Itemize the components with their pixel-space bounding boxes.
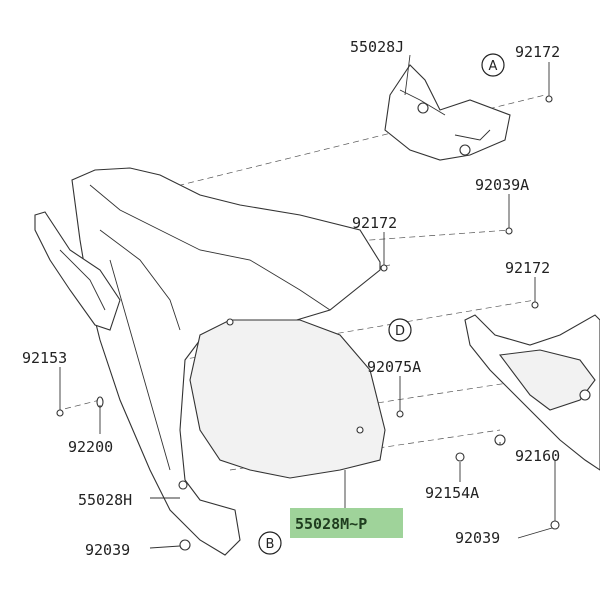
part-right-cowl[interactable]	[464, 314, 600, 471]
label-92154A[interactable]: 92154A	[425, 484, 479, 502]
callout-A: A	[481, 53, 505, 77]
label-92172-top[interactable]: 92172	[515, 43, 560, 61]
label-92075A[interactable]: 92075A	[367, 358, 421, 376]
label-55028J[interactable]: 55028J	[350, 38, 404, 56]
label-92039-left[interactable]: 92039	[85, 541, 130, 559]
part-left-cover[interactable]	[34, 211, 121, 331]
screw-icon	[455, 452, 465, 462]
label-92160[interactable]: 92160	[515, 447, 560, 465]
highlight-box	[290, 508, 403, 538]
label-55028H[interactable]: 55028H	[78, 491, 132, 509]
label-92172-mid[interactable]: 92172	[352, 214, 397, 232]
bolt-icon	[545, 95, 553, 103]
label-92039-right[interactable]: 92039	[455, 529, 500, 547]
screw-icon	[550, 520, 560, 530]
screw-icon	[179, 539, 191, 551]
bolt-icon	[531, 301, 539, 309]
fasteners	[56, 95, 560, 551]
clip-icon	[178, 480, 188, 490]
label-55028M-P[interactable]: 55028M~P	[295, 515, 367, 533]
leader-lines	[59, 54, 556, 549]
part-55028J[interactable]	[384, 64, 511, 161]
bolt-icon	[396, 410, 404, 418]
part-labels: 55028J 92172 92039A 92172 92172 92153 92…	[22, 38, 560, 559]
label-92153[interactable]: 92153	[22, 349, 67, 367]
svg-text:B: B	[266, 537, 275, 552]
callout-D: D	[388, 318, 412, 342]
part-55028M-P-panel[interactable]	[189, 318, 386, 479]
bolt-icon	[380, 264, 388, 272]
label-92172-right[interactable]: 92172	[505, 259, 550, 277]
svg-text:D: D	[395, 324, 405, 339]
label-92039A[interactable]: 92039A	[475, 176, 529, 194]
label-92200[interactable]: 92200	[68, 438, 113, 456]
bolt-icon	[505, 227, 513, 235]
screw-icon	[56, 409, 64, 417]
svg-text:A: A	[489, 59, 498, 74]
part-55028H-fairing[interactable]	[71, 167, 381, 556]
callout-B: B	[258, 531, 282, 555]
